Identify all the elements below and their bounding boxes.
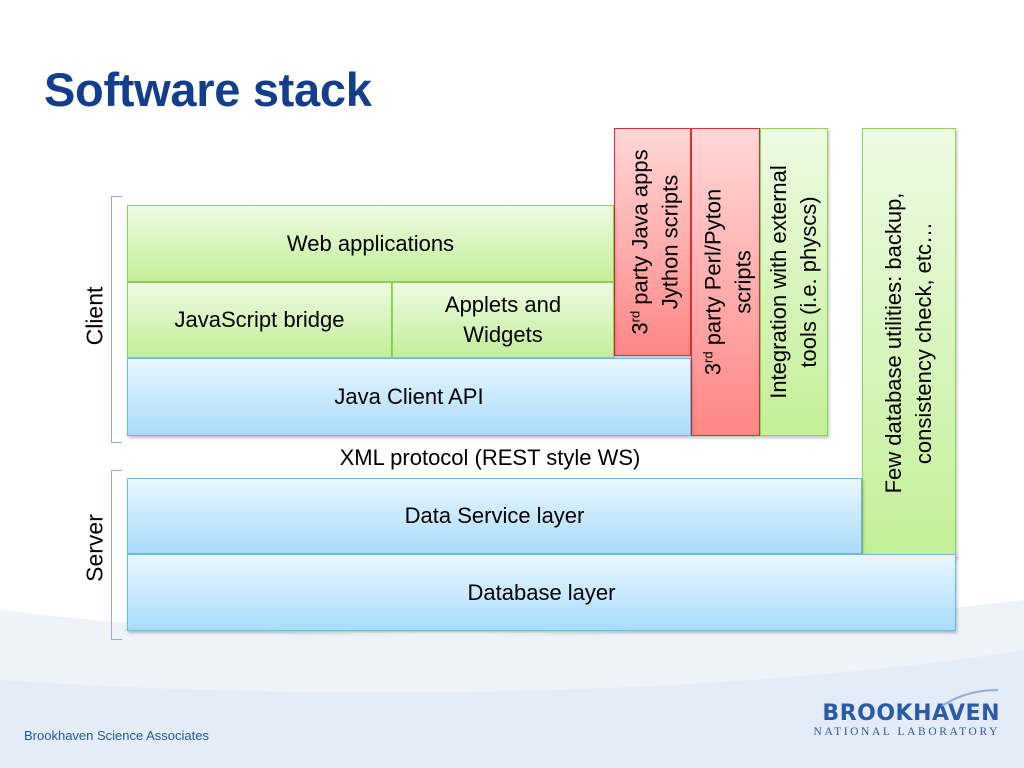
- client-label: Client: [81, 286, 108, 346]
- slide-title: Software stack: [44, 63, 372, 116]
- database-layer-label: Database layer: [467, 579, 616, 605]
- client-bracket: [111, 196, 122, 443]
- java-client-api-box: Java Client API: [127, 358, 691, 436]
- third-party-perl-text: 3rd party Perl/Pyton scripts: [699, 188, 756, 376]
- javascript-bridge-box: JavaScript bridge: [127, 282, 392, 358]
- logo-sub-text: NATIONAL LABORATORY: [813, 726, 1000, 738]
- footer-text: Brookhaven Science Associates: [24, 728, 209, 743]
- database-layer-box: Database layer: [127, 554, 956, 631]
- third-party-java-box: 3rd party Java apps Jython scripts: [614, 128, 691, 356]
- javascript-bridge-label: JavaScript bridge: [174, 307, 345, 332]
- web-applications-box: Web applications: [127, 205, 614, 282]
- web-applications-label: Web applications: [286, 230, 455, 256]
- integration-text: Integration with external tools (i.e. ph…: [766, 165, 821, 399]
- db-utilities-text: Few database utilities: backup, consiste…: [881, 192, 936, 494]
- server-bracket: [111, 470, 122, 640]
- data-service-layer-label: Data Service layer: [404, 503, 585, 528]
- java-client-api-label: Java Client API: [334, 384, 484, 409]
- server-label: Server: [81, 514, 108, 582]
- logo-main-text: BROOKHAVEN: [822, 701, 1000, 726]
- applets-widgets-box: Applets and Widgets: [392, 282, 614, 358]
- xml-protocol-label: XML protocol (REST style WS): [339, 445, 641, 470]
- logo-swoosh-icon: [941, 689, 999, 707]
- data-service-layer-box: Data Service layer: [127, 478, 862, 554]
- third-party-perl-box: 3rd party Perl/Pyton scripts: [691, 128, 760, 436]
- applets-widgets-label: Applets and Widgets: [444, 292, 562, 347]
- db-utilities-box: Few database utilities: backup, consiste…: [862, 128, 956, 558]
- third-party-java-text: 3rd party Java apps Jython scripts: [626, 149, 683, 335]
- integration-box: Integration with external tools (i.e. ph…: [760, 128, 828, 436]
- brookhaven-logo: BROOKHAVEN NATIONAL LABORATORY: [813, 689, 1000, 738]
